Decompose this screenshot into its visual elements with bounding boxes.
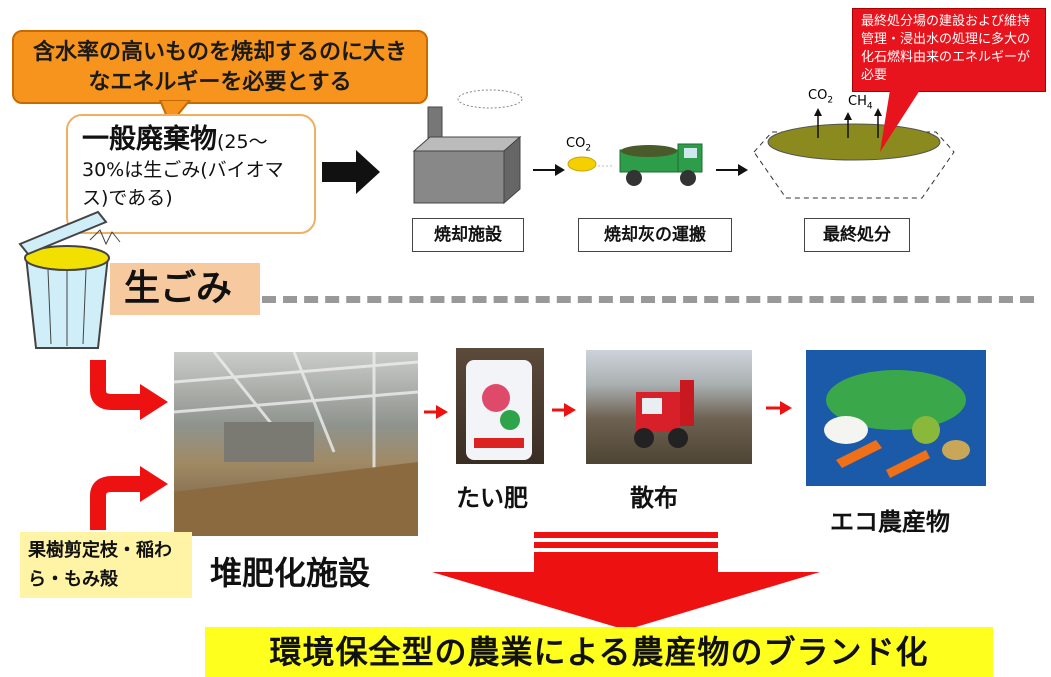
black-arrow-icon (322, 150, 380, 194)
fossil-fuel-callout: 最終処分場の建設および維持管理・浸出水の処理に多大の化石燃料由来のエネルギーが必… (852, 8, 1046, 92)
ch4-label: CH4 (848, 94, 873, 112)
incinerator-icon (412, 89, 523, 205)
trash-can-icon (18, 210, 121, 349)
composting-facility-label: 堆肥化施設 (210, 554, 371, 592)
red-arrow-icon (424, 405, 448, 419)
compost-label: たい肥 (456, 484, 528, 512)
red-arrow-icon (766, 401, 792, 415)
arrow-icon (716, 164, 748, 176)
red-curved-arrow-icon (90, 360, 168, 420)
ash-icon (567, 156, 614, 172)
compost-bag-photo (456, 348, 544, 464)
agri-residue-box: 果樹剪定枝・稲わら・もみ殻 (20, 532, 192, 598)
arrow-icon (533, 164, 565, 176)
spreading-photo (586, 350, 752, 464)
branding-banner: 環境保全型の農業による農産物のブランド化 (205, 627, 993, 677)
ash-transport-label: 焼却灰の運搬 (578, 218, 732, 252)
incineration-label: 焼却施設 (412, 218, 524, 252)
food-waste-label: 生ごみ (110, 263, 260, 315)
eco-produce-label: エコ農産物 (830, 508, 950, 536)
big-down-arrow-icon (432, 532, 820, 630)
final-disposal-label: 最終処分 (804, 218, 910, 252)
red-curved-arrow-icon (90, 466, 168, 530)
spreading-label: 散布 (630, 484, 678, 512)
truck-icon (619, 143, 703, 186)
eco-produce-photo (806, 350, 986, 486)
composting-facility-photo (174, 352, 418, 536)
red-arrow-icon (552, 403, 576, 417)
co2-label: CO2 (566, 136, 592, 154)
landfill-co2-label: CO2 (808, 88, 834, 106)
section-divider (262, 296, 1034, 303)
waste-desc: (25～30%は生ごみ(バイオマス)である) (82, 131, 284, 209)
municipal-waste-box: 一般廃棄物(25～30%は生ごみ(バイオマス)である) (66, 114, 316, 234)
energy-callout: 含水率の高いものを焼却するのに大きなエネルギーを必要とする (12, 30, 428, 104)
waste-title: 一般廃棄物 (82, 124, 217, 155)
landfill-icon (753, 108, 955, 199)
red-callout-tail (880, 90, 920, 152)
